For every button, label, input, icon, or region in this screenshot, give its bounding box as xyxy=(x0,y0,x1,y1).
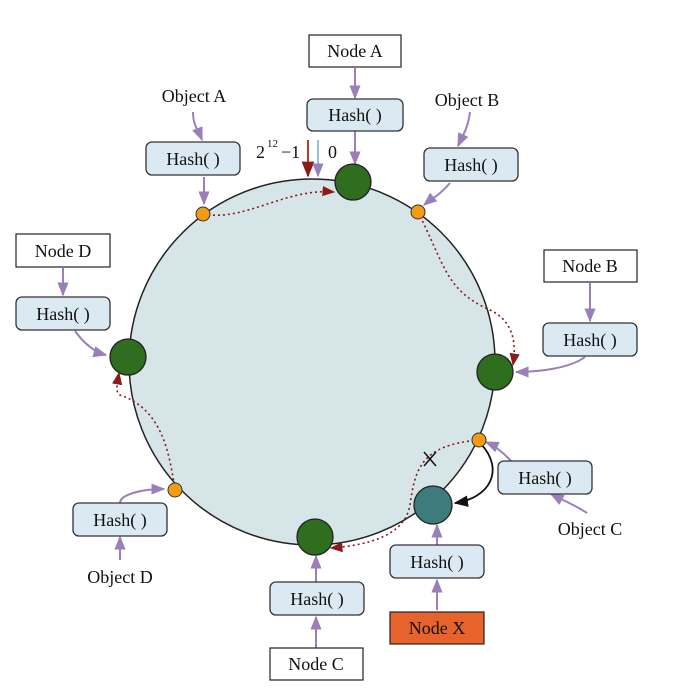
object-d-hash-label: Hash( ) xyxy=(93,510,146,531)
arrow-object-d-hash-to-ring xyxy=(119,483,166,504)
ring-origin-marker: 2 12 −1 0 xyxy=(256,138,337,178)
node-c-hash-label: Hash( ) xyxy=(290,589,343,610)
node-d-hash-box xyxy=(15,296,111,331)
node-c-label: Node C xyxy=(288,654,344,674)
node-a-box xyxy=(308,34,402,68)
node-b-hash-box xyxy=(542,322,638,357)
node-c-point xyxy=(296,518,334,556)
node-x-hash-box xyxy=(389,544,485,579)
object-d-point xyxy=(167,482,183,498)
object-c-hash-label: Hash( ) xyxy=(518,468,571,489)
object-b-hash-box xyxy=(423,147,519,182)
ring-max-exponent: 12 xyxy=(267,138,278,150)
cut-mark xyxy=(423,451,437,467)
object-c-label: Object C xyxy=(558,519,623,539)
path-object-c-to-node-x xyxy=(453,443,494,507)
node-a-point xyxy=(334,163,372,201)
arrow-object-b-hash-to-ring xyxy=(422,182,451,206)
object-d-hash-box xyxy=(72,502,168,537)
node-x-point xyxy=(413,485,453,525)
node-a-hash-box xyxy=(306,98,404,132)
node-b-hash-label: Hash( ) xyxy=(563,330,616,351)
node-c-box xyxy=(269,647,364,681)
object-c-point xyxy=(471,432,487,448)
object-a-point xyxy=(195,206,211,222)
node-b-box xyxy=(543,249,638,283)
object-b-label: Object B xyxy=(435,90,500,110)
node-d-label: Node D xyxy=(35,241,92,261)
node-x-box xyxy=(389,611,485,645)
path-object-c-to-node-c xyxy=(329,439,480,553)
ring-max-base: 2 xyxy=(256,142,265,162)
node-b-label: Node B xyxy=(562,256,618,276)
node-x-label: Node X xyxy=(409,618,466,638)
object-b-point xyxy=(410,204,426,220)
object-a-label: Object A xyxy=(162,86,227,106)
node-b-point xyxy=(476,353,514,391)
ring-zero-label: 0 xyxy=(328,142,337,162)
arrow-object-c-label-to-hash xyxy=(549,493,588,514)
ring-max-suffix: −1 xyxy=(281,142,300,162)
object-a-hash-box xyxy=(145,141,241,176)
object-a-hash-label: Hash( ) xyxy=(166,149,219,170)
node-a-label: Node A xyxy=(327,41,383,61)
path-object-d-to-node-d xyxy=(112,371,176,491)
node-d-box xyxy=(15,233,111,268)
arrow-object-c-hash-to-ring xyxy=(484,441,513,463)
node-a-hash-label: Hash( ) xyxy=(328,105,381,126)
arrow-node-d-hash-to-ring xyxy=(74,330,108,358)
node-x-hash-label: Hash( ) xyxy=(410,552,463,573)
node-c-hash-box xyxy=(269,581,365,616)
object-c-hash-box xyxy=(497,460,593,495)
object-d-label: Object D xyxy=(87,567,152,587)
arrow-object-b-label-to-hash xyxy=(457,111,471,148)
path-object-b-to-node-b xyxy=(417,211,520,367)
node-d-hash-label: Hash( ) xyxy=(36,304,89,325)
object-b-hash-label: Hash( ) xyxy=(444,155,497,176)
arrow-node-b-hash-to-ring xyxy=(514,356,586,378)
arrow-object-a-label-to-hash xyxy=(192,111,203,142)
node-d-point xyxy=(109,338,147,376)
